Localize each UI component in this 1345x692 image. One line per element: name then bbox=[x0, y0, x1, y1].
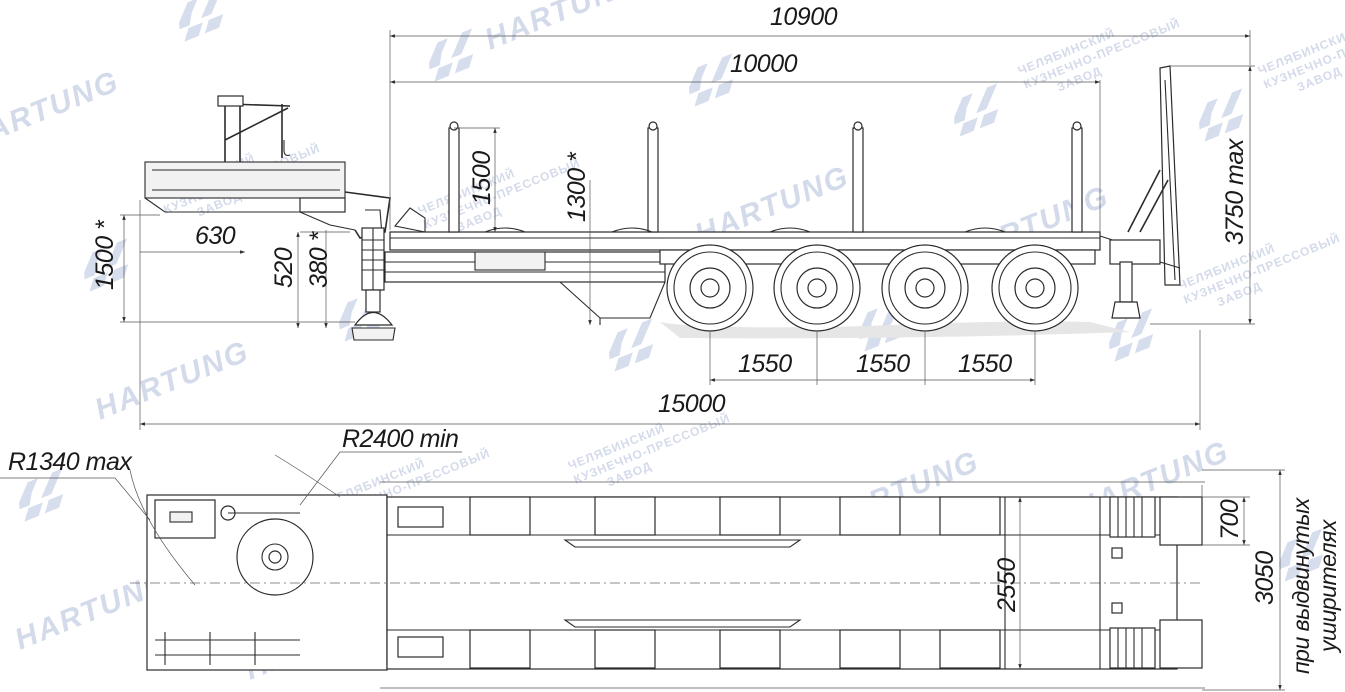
gooseneck-deck bbox=[144, 161, 346, 199]
dim-stake-height: 1500 bbox=[468, 151, 496, 205]
stakes bbox=[448, 121, 1083, 233]
axle-markings bbox=[469, 496, 1101, 669]
dim-platform-length: 10900 bbox=[770, 3, 838, 31]
watermark-logo-icon bbox=[11, 468, 76, 522]
widener-top bbox=[1159, 496, 1203, 546]
dim-width-extension: 700 bbox=[1216, 499, 1244, 540]
watermark-brand: HARTUNG bbox=[480, 0, 644, 56]
wheels bbox=[666, 244, 1079, 332]
rear-support bbox=[1119, 261, 1133, 303]
ground-hatch bbox=[660, 321, 1130, 339]
dim-width: 2550 bbox=[993, 558, 1021, 613]
dim-overall-length: 15000 bbox=[658, 390, 726, 418]
dim-width-note-1: при выдвинутых bbox=[1288, 496, 1314, 674]
main-deck bbox=[389, 231, 1101, 251]
side-dimensions: 10900 10000 1500 1300 * 3750 max 1550 15… bbox=[91, 3, 1255, 430]
watermark-company: ЧЕЛЯБИНСКИЙ КУЗНЕЧНО-ПРЕССОВЫЙ ЗАВОД bbox=[1176, 230, 1343, 309]
watermark-company: ЧЕЛЯБИНСКИЙ КУЗНЕЧНО-ПРЕССОВЫЙ ЗАВОД bbox=[1256, 15, 1345, 94]
side-view bbox=[144, 65, 1181, 341]
dim-width-note-2: уширителях bbox=[1315, 518, 1341, 654]
dim-width-extended: 3050 bbox=[1251, 551, 1279, 605]
watermark-logo-icon bbox=[421, 28, 486, 82]
dim-front-radius: R1340 max bbox=[8, 448, 133, 476]
dim-kingpin-height: 520 bbox=[270, 247, 298, 288]
watermark-brand: HARTUNG bbox=[90, 335, 254, 427]
dim-max-height: 3750 max bbox=[1221, 137, 1249, 245]
crane-arm bbox=[224, 100, 291, 162]
top-dimensions: R1340 max R2400 min 700 2550 3050 при вы… bbox=[0, 425, 1341, 691]
dim-kingpin-height-2: 380 * bbox=[305, 230, 333, 288]
dim-axle-spacing-3: 1550 bbox=[958, 350, 1012, 378]
dim-axle-spacing-2: 1550 bbox=[856, 350, 910, 378]
top-view bbox=[130, 485, 1203, 671]
dim-axle-spacing-1: 1550 bbox=[738, 350, 792, 378]
dim-deck-length: 10000 bbox=[730, 50, 798, 78]
watermark-logo-icon bbox=[1191, 88, 1256, 142]
widener-bottom bbox=[1159, 619, 1203, 669]
watermark-logo-icon bbox=[171, 0, 236, 42]
dim-fifth-wheel: 630 bbox=[195, 222, 236, 250]
watermark-brand: HARTUNG bbox=[0, 65, 124, 157]
dim-turn-radius: R2400 min bbox=[342, 425, 458, 453]
watermark-logo-icon bbox=[601, 318, 666, 372]
landing-foot bbox=[353, 311, 394, 326]
dim-deck-height: 1300 * bbox=[563, 151, 591, 222]
dim-gooseneck-height: 1500 * bbox=[91, 219, 119, 290]
watermark-logo-icon bbox=[946, 83, 1011, 137]
